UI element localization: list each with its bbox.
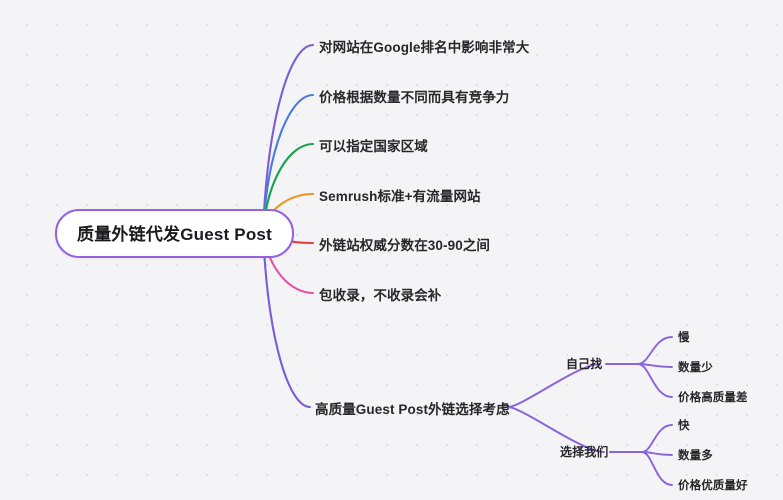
leaf-node-0-0[interactable]: 慢 (678, 332, 690, 344)
branch-node-3[interactable]: Semrush标准+有流量网站 (319, 189, 481, 204)
leaf-edge-0-2 (637, 363, 673, 398)
root-node[interactable]: 质量外链代发Guest Post (55, 209, 294, 258)
branch-node-5[interactable]: 包收录，不收录会补 (319, 288, 442, 303)
branch-node-2[interactable]: 可以指定国家区域 (319, 139, 428, 154)
subtree-node-1[interactable]: 选择我们 (560, 445, 609, 459)
subtree-node-0[interactable]: 自己找 (566, 357, 603, 371)
leaf-edge-1-2 (641, 451, 673, 486)
leaf-node-1-2[interactable]: 价格优质量好 (678, 480, 748, 492)
leaf-edge-0-0 (637, 336, 673, 365)
branch-node-0[interactable]: 对网站在Google排名中影响非常大 (319, 40, 530, 55)
leaf-node-1-0[interactable]: 快 (678, 420, 690, 432)
branch-edge-0 (261, 43, 315, 233)
leaf-node-1-1[interactable]: 数量多 (678, 450, 713, 462)
branch-node-6[interactable]: 高质量Guest Post外链选择考虑 (315, 402, 510, 417)
branch-node-4[interactable]: 外链站权威分数在30-90之间 (319, 238, 491, 253)
leaf-edge-0-1 (637, 363, 673, 368)
leaf-node-0-2[interactable]: 价格高质量差 (678, 392, 748, 404)
branch-node-1[interactable]: 价格根据数量不同而具有竞争力 (319, 90, 510, 105)
leaf-edge-1-0 (641, 424, 673, 453)
leaf-edge-1-1 (641, 451, 673, 456)
leaf-node-0-1[interactable]: 数量少 (678, 362, 713, 374)
